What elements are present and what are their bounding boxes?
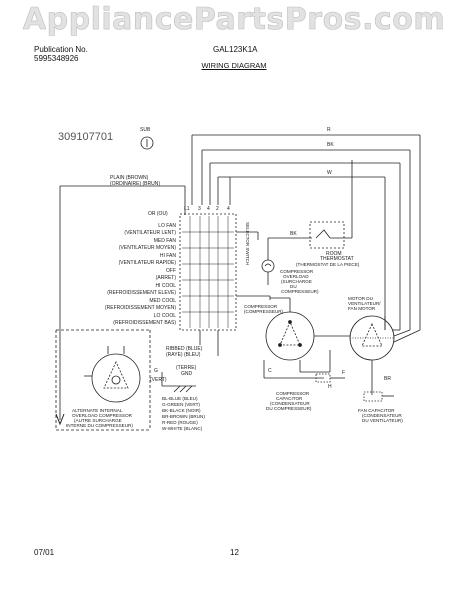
- compressor-capacitor-label-2: CAPACITOR: [276, 396, 303, 401]
- legend-item-4: R-RED (ROUGE): [162, 420, 198, 425]
- fan-capacitor-label-1: FAN CAPACITOR: [358, 408, 395, 413]
- alt-overload-compressor: [55, 329, 151, 431]
- model-number: GAL123K1A: [213, 45, 258, 54]
- compressor-capacitor: [263, 360, 345, 383]
- motor-wiring: [217, 335, 350, 373]
- fan-motor-label-2: VENTILATEUR/: [348, 301, 381, 306]
- legend-item-2: BK-BLACK (NOIR): [162, 408, 201, 413]
- site-watermark: AppliancePartsPros.com: [22, 2, 446, 38]
- cap-h-label: H: [328, 384, 332, 390]
- diagram-code: 309107701: [58, 131, 113, 143]
- fan-motor: [349, 315, 421, 395]
- fan-motor-label-1: MOTOR DU: [348, 296, 373, 301]
- switch-pos-8: HI COOL: [155, 283, 176, 289]
- alt-overload-label-2: OVERLOAD COMPRESSOR: [72, 413, 133, 418]
- compressor-overload-label-1: COMPRESSOR: [280, 269, 314, 274]
- switch-pos-7: (ARRET): [156, 275, 177, 281]
- compressor-label-1: COMPRESSOR: [244, 304, 278, 309]
- alt-overload-label-3: (AUTRE SURCHARGE: [74, 418, 122, 423]
- cap-f-label: F: [342, 370, 345, 376]
- power-cord: [55, 185, 186, 426]
- room-thermostat-label-3: (THERMOSTAT DE LA PIECE): [296, 262, 360, 267]
- compressor-overload-label-5: COMPRESSEUR): [281, 289, 319, 294]
- sub-label: SUB: [140, 127, 151, 133]
- ribbed-blue-label: RIBBED (BLUE): [166, 346, 203, 352]
- fan-capacitor: [363, 391, 394, 402]
- ground-icon: [161, 372, 196, 393]
- publication-number: 5995348926: [34, 54, 79, 63]
- switch-pos-2: MED FAN: [154, 238, 177, 244]
- compressor-capacitor-label-1: COMPRESSOR: [276, 391, 310, 396]
- page-title: WIRING DIAGRAM: [201, 61, 267, 70]
- publication-label: Publication No.: [34, 45, 88, 54]
- plain-brown-label: PLAIN (BROWN): [110, 175, 149, 181]
- switch-pos-3: (VENTILATEUR MOYEN): [119, 245, 176, 251]
- switch-pos-6: OFF: [166, 268, 176, 274]
- g-label: G: [154, 368, 158, 374]
- legend-item-1: G-GREEN (VERT): [162, 402, 200, 407]
- switch-pos-10: MED COOL: [149, 298, 176, 304]
- alt-overload-label-1: ALTERNATE INTERNAL: [72, 408, 123, 413]
- alt-overload-label-4: INTERNE DU COMPRESSEUR): [66, 423, 133, 428]
- wire-label-bk-thermo: BK: [290, 231, 297, 237]
- legend-item-0: BL-BLUE (BLEU): [162, 396, 198, 401]
- switch-terminal-4b: 4: [227, 206, 230, 212]
- switch-pos-9: (REFROIDISSEMENT ELEVE): [107, 290, 176, 296]
- vert-label: (VERT): [150, 377, 167, 383]
- color-legend: BL-BLUE (BLEU) G-GREEN (VERT) BK-BLACK (…: [162, 396, 205, 431]
- fan-capacitor-label-2: (CONDENSATEUR: [362, 413, 402, 418]
- footer-date: 07/01: [34, 548, 55, 557]
- switch-pos-1: (VENTILATEUR LENT): [124, 230, 176, 236]
- wire-label-w: W: [327, 170, 332, 176]
- switch-terminal-4a: 4: [207, 206, 210, 212]
- switch-pos-12: LO COOL: [154, 313, 176, 319]
- compressor-motor: [265, 297, 315, 361]
- plain-brown-label-fr: (ORDINAIRE) (BRUN): [110, 181, 160, 187]
- wire-label-r: R: [327, 127, 331, 133]
- compressor-capacitor-label-3: (CONDENSATEUR: [270, 401, 310, 406]
- plug-icon: [140, 136, 154, 150]
- room-thermostat: [267, 160, 353, 260]
- compressor-overload-label-4: DU: [290, 284, 297, 289]
- selector-switch: L1 3 4 2 4 LO FAN (VENTILATEUR LENT) MED…: [105, 206, 250, 331]
- footer-page-number: 12: [230, 548, 239, 557]
- room-thermostat-label-1: ROOM: [326, 251, 342, 257]
- legend-item-3: BR-BROWN (BRUN): [162, 414, 205, 419]
- switch-pos-11: (REFROIDISSEMENT MOYEN): [105, 305, 176, 311]
- cap-c-label: C: [268, 368, 272, 374]
- compressor-overload-label-2: OVERLOAD: [283, 274, 309, 279]
- compressor-overload: [261, 259, 275, 285]
- switch-terminal-2: 2: [216, 206, 219, 212]
- room-thermostat-label-2: THERMOSTAT: [320, 256, 354, 262]
- switch-pos-4: HI FAN: [160, 253, 177, 259]
- switch-terminal-l1: L1: [184, 206, 190, 212]
- supply-wires: [191, 134, 421, 330]
- compressor-overload-label-3: (SURCHARGE: [281, 279, 312, 284]
- switch-pos-0: LO FAN: [158, 223, 176, 229]
- or-label: OR (OU): [148, 211, 168, 217]
- wire-label-br: BR: [384, 376, 391, 382]
- switch-pos-5: (VENTILATEUR RAPIDE): [119, 260, 177, 266]
- fan-motor-label-3: FAN MOTOR: [348, 306, 376, 311]
- ribbed-blue-label-fr: (RAYE) (BLEU): [166, 352, 201, 358]
- selector-switch-label: SELECTOR SWITCH: [245, 222, 250, 265]
- switch-terminal-3: 3: [198, 206, 201, 212]
- fan-capacitor-label-3: DU VENTILATEUR): [362, 418, 403, 423]
- switch-pos-13: (REFROIDISSEMENT BAS): [113, 320, 176, 326]
- gnd-label: GND: [181, 371, 193, 377]
- terre-label: (TERRE): [176, 365, 197, 371]
- compressor-capacitor-label-4: DU COMPRESSEUR): [266, 406, 312, 411]
- legend-item-5: W-WHITE (BLANC): [162, 426, 203, 431]
- wire-label-bk: BK: [327, 142, 334, 148]
- compressor-label-2: (COMPRESSEUR): [244, 309, 284, 314]
